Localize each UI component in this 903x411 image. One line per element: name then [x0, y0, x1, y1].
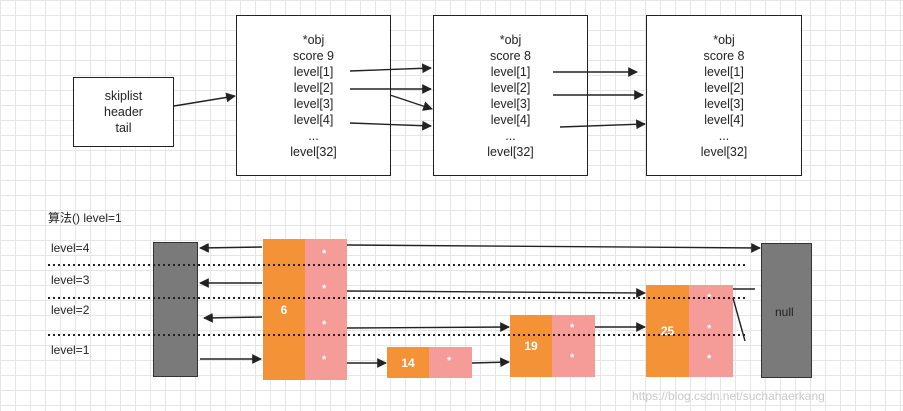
node-field: score 8 [490, 48, 531, 63]
list-head-block [153, 242, 198, 377]
list-node-value: 25 [646, 285, 689, 377]
node-field: ... [505, 128, 516, 143]
arrow [389, 94, 433, 111]
arrow [346, 288, 646, 298]
pointer-star: * [707, 353, 712, 365]
arrow [346, 243, 761, 253]
level-label: level=3 [51, 273, 90, 287]
node-field: level[3] [490, 96, 531, 111]
pointer-star: * [322, 283, 327, 295]
arrow [199, 242, 263, 253]
header-box-line: header [104, 105, 143, 119]
pointer-star: * [322, 248, 327, 260]
null-block [761, 243, 812, 378]
node-field: level[2] [704, 80, 744, 95]
list-node-value: 6 [263, 239, 305, 380]
skiplist-header-box: skiplist header tail [73, 77, 174, 147]
node-field: ... [308, 128, 319, 143]
arrow [471, 357, 510, 368]
header-box-line: skiplist [104, 89, 143, 103]
node-field: level[2] [490, 80, 531, 95]
node-field: level[3] [293, 96, 334, 111]
node-field: level[1] [704, 64, 744, 79]
pointer-star: * [322, 354, 327, 366]
node-value-text: 14 [401, 355, 415, 370]
pointer-star: * [570, 322, 575, 334]
list-node-value: 14 [387, 347, 429, 378]
skiplist-node-3: *obj score 8 level[1] level[2] level[3] … [646, 15, 802, 176]
list-node-pointers [429, 347, 472, 378]
node-field: score 9 [293, 48, 334, 63]
level-label: level=4 [51, 241, 90, 255]
node-value-text: 6 [280, 302, 288, 317]
arrow [346, 322, 510, 332]
arrow [349, 120, 432, 131]
node-field: level[2] [293, 80, 334, 95]
node-field: level[4] [293, 112, 334, 127]
node-field: score 8 [703, 48, 745, 63]
list-node-value: 19 [510, 315, 552, 377]
node-field: level[1] [293, 64, 334, 79]
node-field: level[4] [490, 112, 531, 127]
arrow [203, 312, 263, 323]
list-node-pointers [305, 239, 347, 380]
pointer-star: * [322, 319, 327, 331]
node-value-text: 19 [524, 339, 538, 353]
skiplist-node-1: *obj score 9 level[1] level[2] level[3] … [236, 15, 391, 176]
connector-line [732, 297, 746, 342]
pointer-star: * [707, 323, 712, 335]
list-node-pointers [689, 285, 733, 377]
node-field: ... [718, 128, 730, 143]
node-field: level[3] [704, 96, 744, 111]
level-label: level=1 [51, 343, 90, 357]
pointer-star: * [447, 355, 452, 367]
null-label: null [775, 305, 794, 319]
watermark: https://blog.csdn.net/suchahaerkang [632, 389, 825, 403]
node-field: *obj [499, 32, 522, 47]
arrow [173, 92, 236, 107]
node-field: level[32] [290, 144, 337, 159]
pointer-star: * [570, 352, 575, 364]
node-field: *obj [713, 32, 735, 47]
node-field: *obj [302, 32, 325, 47]
node-field: level[4] [704, 112, 744, 127]
arrow [349, 63, 432, 74]
node-field: level[1] [490, 64, 531, 79]
header-box-line: tail [115, 121, 132, 135]
level-label: level=2 [51, 303, 90, 317]
node-field: level[32] [487, 144, 534, 159]
list-node-pointers [552, 315, 595, 377]
arrow [559, 119, 646, 130]
node-field: level[32] [700, 144, 748, 159]
algorithm-label: 算法() level=1 [48, 211, 122, 225]
